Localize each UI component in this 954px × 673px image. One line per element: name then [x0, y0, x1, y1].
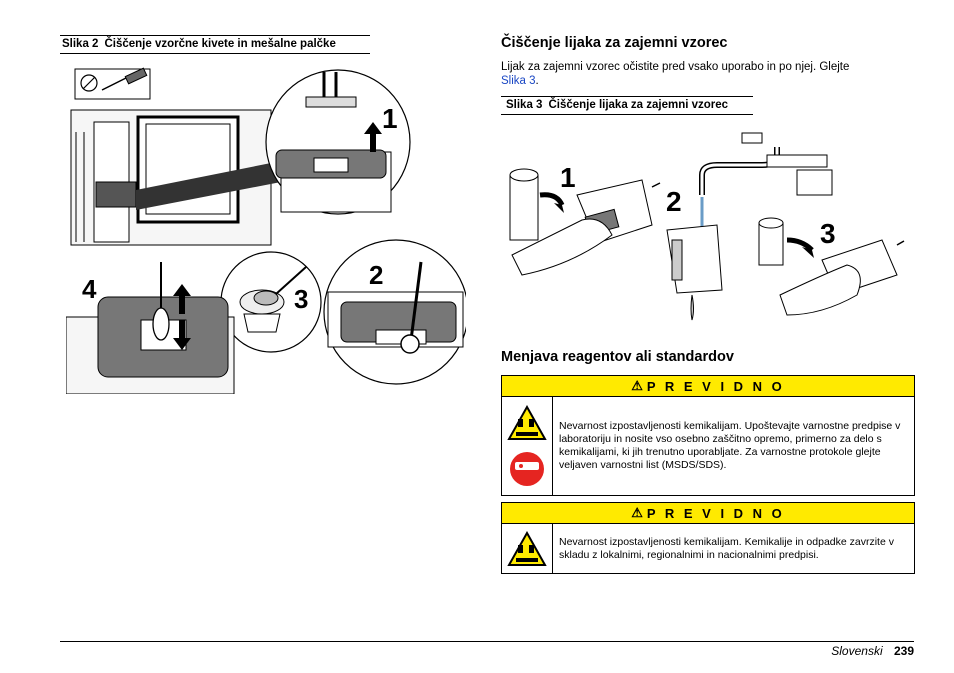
caption-rule-left	[60, 53, 370, 54]
warning-2-header: ⚠P R E V I D N O	[502, 503, 914, 524]
figure-2-caption: Slika 2 Čiščenje vzorčne kivete in mešaln…	[62, 38, 336, 50]
warning-1-icons	[502, 397, 553, 495]
step-4-number: 4	[82, 274, 97, 304]
top-rule-left	[60, 35, 370, 36]
figure-3-illustration: 1 2 3	[502, 125, 912, 330]
chemical-hazard-icon	[507, 405, 547, 440]
figure-3-title: Čiščenje lijaka za zajemni vzorec	[548, 99, 729, 111]
step-2-rinse	[666, 132, 833, 321]
warning-1-header: ⚠P R E V I D N O	[502, 376, 914, 397]
step-2-number: 2	[369, 260, 383, 290]
step-1-detail	[265, 69, 411, 215]
caption-rule-top-right	[501, 96, 753, 97]
section-1-body: Lijak za zajemni vzorec očistite pred vs…	[501, 61, 850, 73]
fig3-step-2-number: 2	[666, 186, 682, 217]
fig3-step-3-number: 3	[820, 218, 836, 249]
warning-2-label: P R E V I D N O	[646, 505, 785, 521]
warning-triangle-icon: ⚠	[631, 505, 643, 520]
page-footer: Slovenski 239	[831, 644, 914, 658]
figure-3-number: Slika 3	[506, 99, 543, 111]
screwdriver-icon	[80, 67, 148, 92]
step-2-detail	[323, 239, 466, 385]
warning-1-label: P R E V I D N O	[646, 378, 785, 394]
figure-2-number: Slika 2	[62, 38, 99, 50]
section-1-title: Čiščenje lijaka za zajemni vzorec	[501, 35, 728, 51]
section-1-text: Lijak za zajemni vzorec očistite pred vs…	[501, 60, 921, 88]
fig3-step-1-number: 1	[560, 162, 576, 193]
step-1-number: 1	[382, 103, 398, 134]
warning-box-2: ⚠P R E V I D N O Nevarnost izpostavljeno…	[501, 502, 915, 574]
chemical-hazard-icon	[507, 530, 547, 566]
step-1-wipe	[509, 168, 661, 276]
step-3-detail	[220, 251, 322, 353]
warning-box-1: ⚠P R E V I D N O Nevarnost izpostavljeno…	[501, 375, 915, 496]
figure-3-caption: Slika 3 Čiščenje lijaka za zajemni vzorec	[506, 99, 728, 111]
step-3-number: 3	[294, 284, 308, 314]
footer-rule	[60, 641, 914, 642]
figure-3-link[interactable]: Slika 3	[501, 75, 536, 87]
figure-2-illustration: 1 2 3 4	[66, 62, 466, 394]
footer-language: Slovenski	[831, 644, 883, 658]
warning-triangle-icon: ⚠	[631, 378, 643, 393]
page-number: 239	[893, 644, 914, 658]
step-3-dry	[758, 217, 905, 316]
figure-2-title: Čiščenje vzorčne kivete in mešalne palčk…	[104, 38, 336, 50]
caption-rule-bottom-right	[501, 114, 753, 115]
warning-1-text: Nevarnost izpostavljenosti kemikalijam. …	[559, 420, 901, 471]
section-2-title: Menjava reagentov ali standardov	[501, 349, 734, 365]
section-1-period: .	[535, 75, 539, 87]
protective-equipment-icon	[510, 452, 544, 486]
warning-2-text: Nevarnost izpostavljenosti kemikalijam. …	[559, 535, 894, 561]
warning-2-icons	[502, 524, 553, 573]
step-4-detail	[66, 262, 235, 394]
